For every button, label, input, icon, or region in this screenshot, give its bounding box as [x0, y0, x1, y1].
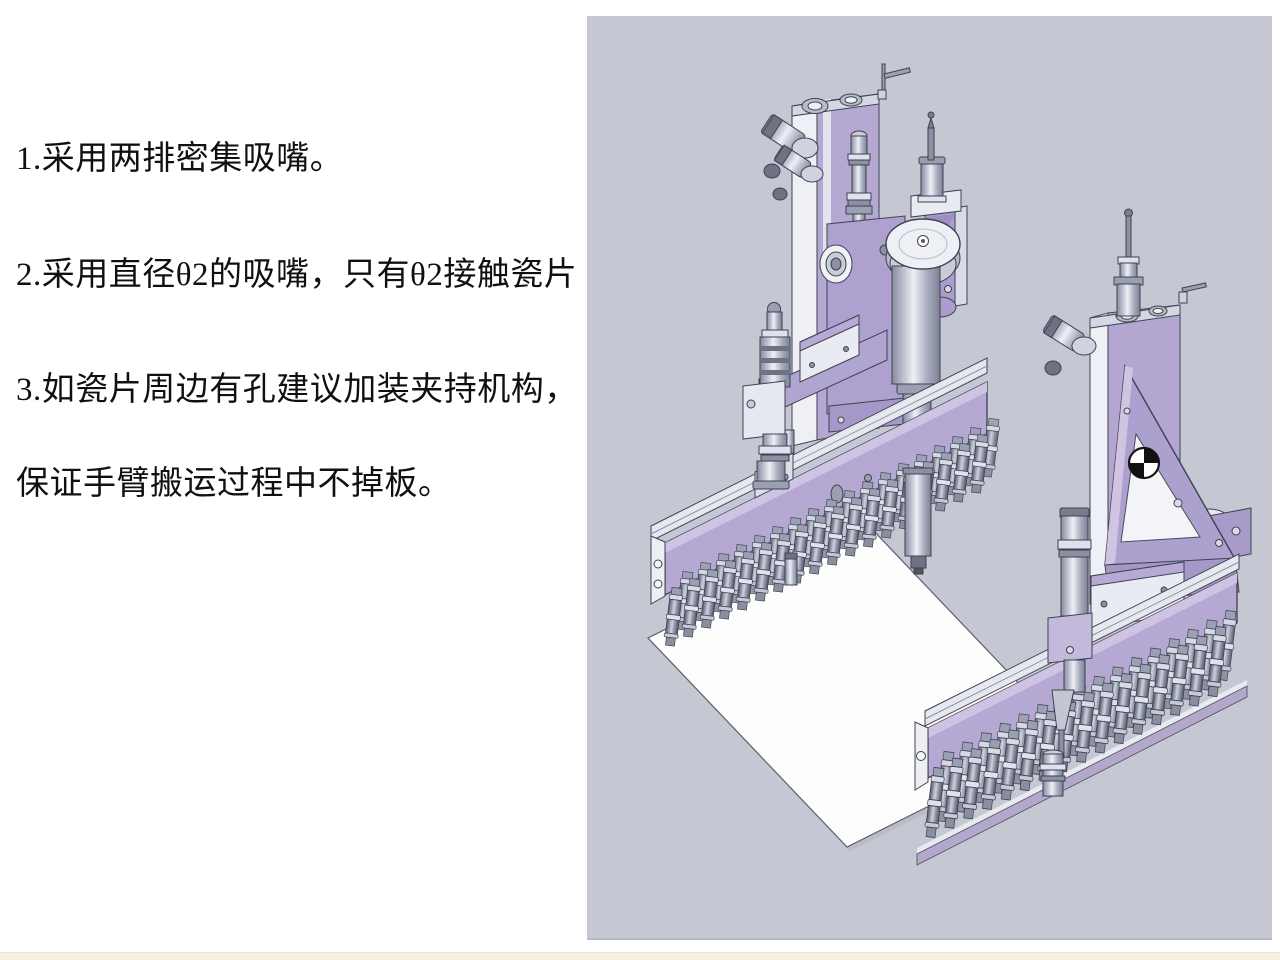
foot-cylinder: [1039, 749, 1067, 797]
z-actuator-front: [1039, 612, 1093, 797]
bottom-strip: [0, 952, 1280, 960]
pneumatic-fittings: [761, 114, 824, 201]
cad-figure: [587, 16, 1272, 938]
z-cylinder-upper: [1057, 507, 1092, 617]
right-tower-assembly: [1042, 208, 1252, 629]
z-cone-tip: [1051, 689, 1075, 731]
rail-hole-small: [864, 474, 872, 482]
triangle-bracket: [1104, 363, 1237, 566]
center-of-mass-marker: [1127, 446, 1161, 480]
plate-edge-strip: [916, 685, 1248, 866]
left-nozzle-rail: [650, 302, 1002, 647]
left-air-cylinder: [742, 302, 792, 490]
note-line-2: 2.采用直径θ2的吸嘴，只有θ2接触瓷片: [16, 257, 578, 293]
locating-pin-cap: [784, 552, 798, 560]
probe-pin: [927, 127, 935, 161]
left-rail-end-cap: [650, 535, 666, 605]
note-line-4: 保证手臂搬运过程中不掉板。: [16, 466, 452, 502]
right-elbow-fitting: [1042, 315, 1097, 376]
z-clamp-block: [1047, 612, 1093, 664]
right-top-pin: [1113, 208, 1144, 317]
notes-block: 1.采用两排密集吸嘴。 2.采用直径θ2的吸嘴，只有θ2接触瓷片 3.如瓷片周边…: [0, 0, 587, 960]
cad-figure-panel: [587, 16, 1272, 940]
guide-beam: [758, 314, 888, 415]
note-line-1: 1.采用两排密集吸嘴。: [16, 141, 344, 177]
probe-cylinder-lower: [902, 467, 934, 575]
note-line-3: 3.如瓷片周边有孔建议加装夹持机构，: [16, 372, 578, 408]
